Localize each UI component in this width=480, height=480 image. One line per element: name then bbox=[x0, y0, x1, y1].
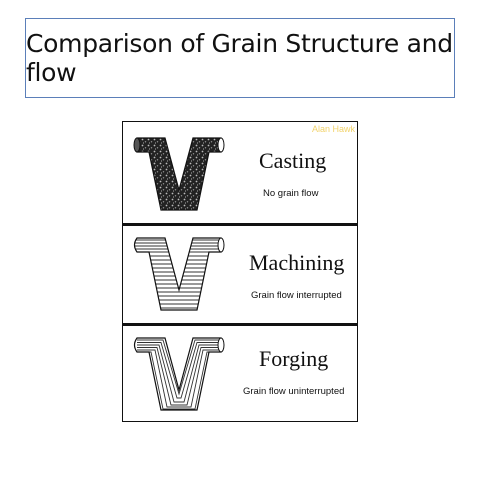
machining-caption: Grain flow interrupted bbox=[251, 290, 342, 301]
casting-label: Casting bbox=[259, 148, 327, 173]
forging-grain-illustration bbox=[133, 337, 225, 411]
row-divider bbox=[123, 323, 357, 326]
forging-label: Forging bbox=[259, 346, 329, 371]
forging-caption: Grain flow uninterrupted bbox=[243, 386, 345, 397]
machining-row: Machining Grain flow interrupted bbox=[123, 226, 357, 322]
row-divider bbox=[123, 223, 357, 226]
casting-grain-illustration bbox=[133, 137, 225, 211]
casting-caption: No grain flow bbox=[263, 188, 319, 199]
grain-comparison-panel: Alan Hawk Casting No grain flow bbox=[122, 121, 358, 422]
machining-grain-illustration bbox=[133, 237, 225, 311]
forging-row: Forging Grain flow uninterrupted bbox=[123, 326, 357, 421]
page-title: Comparison of Grain Structure and flow bbox=[26, 29, 453, 87]
watermark: Alan Hawk bbox=[311, 124, 355, 134]
title-box: Comparison of Grain Structure and flow bbox=[25, 18, 455, 98]
machining-label: Machining bbox=[249, 250, 345, 275]
casting-row: Casting No grain flow bbox=[123, 122, 357, 222]
